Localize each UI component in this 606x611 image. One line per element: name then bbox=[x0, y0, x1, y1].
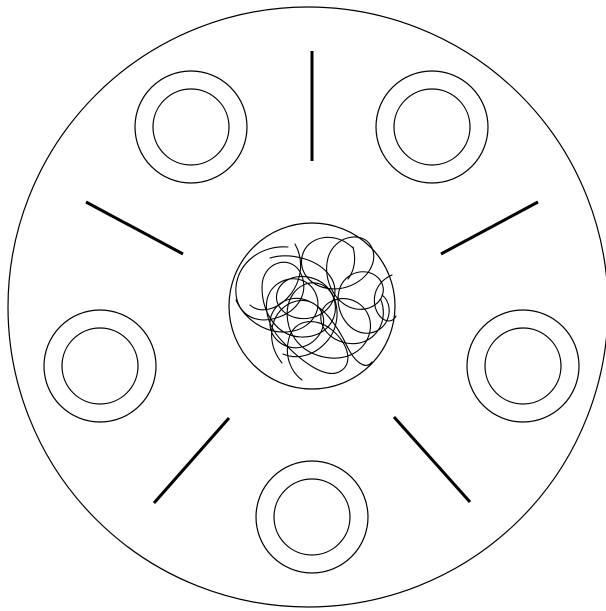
divider-lower-right bbox=[394, 417, 470, 502]
seat-top-right-inner bbox=[394, 89, 470, 165]
seat-right bbox=[467, 310, 579, 422]
divider-upper-right bbox=[441, 202, 538, 254]
seat-top-right bbox=[376, 71, 488, 183]
divider-lower-left bbox=[154, 418, 229, 503]
seat-left-inner bbox=[62, 328, 138, 404]
seat-bottom-inner bbox=[274, 479, 350, 555]
seat-bottom bbox=[256, 461, 368, 573]
seat-top-left-inner bbox=[153, 89, 229, 165]
seat-bottom-outer bbox=[256, 461, 368, 573]
seat-top-left-outer bbox=[135, 71, 247, 183]
seat-left-outer bbox=[44, 310, 156, 422]
tangle-strand-2 bbox=[302, 237, 390, 333]
seat-right-inner bbox=[485, 328, 561, 404]
divider-upper-left bbox=[86, 202, 183, 254]
outer-ring bbox=[8, 7, 606, 607]
tangle-strand-1 bbox=[236, 247, 383, 358]
seat-top-right-outer bbox=[376, 71, 488, 183]
tangled-wire bbox=[236, 237, 396, 380]
seat-top-left bbox=[135, 71, 247, 183]
seat-left bbox=[44, 310, 156, 422]
seat-right-outer bbox=[467, 310, 579, 422]
